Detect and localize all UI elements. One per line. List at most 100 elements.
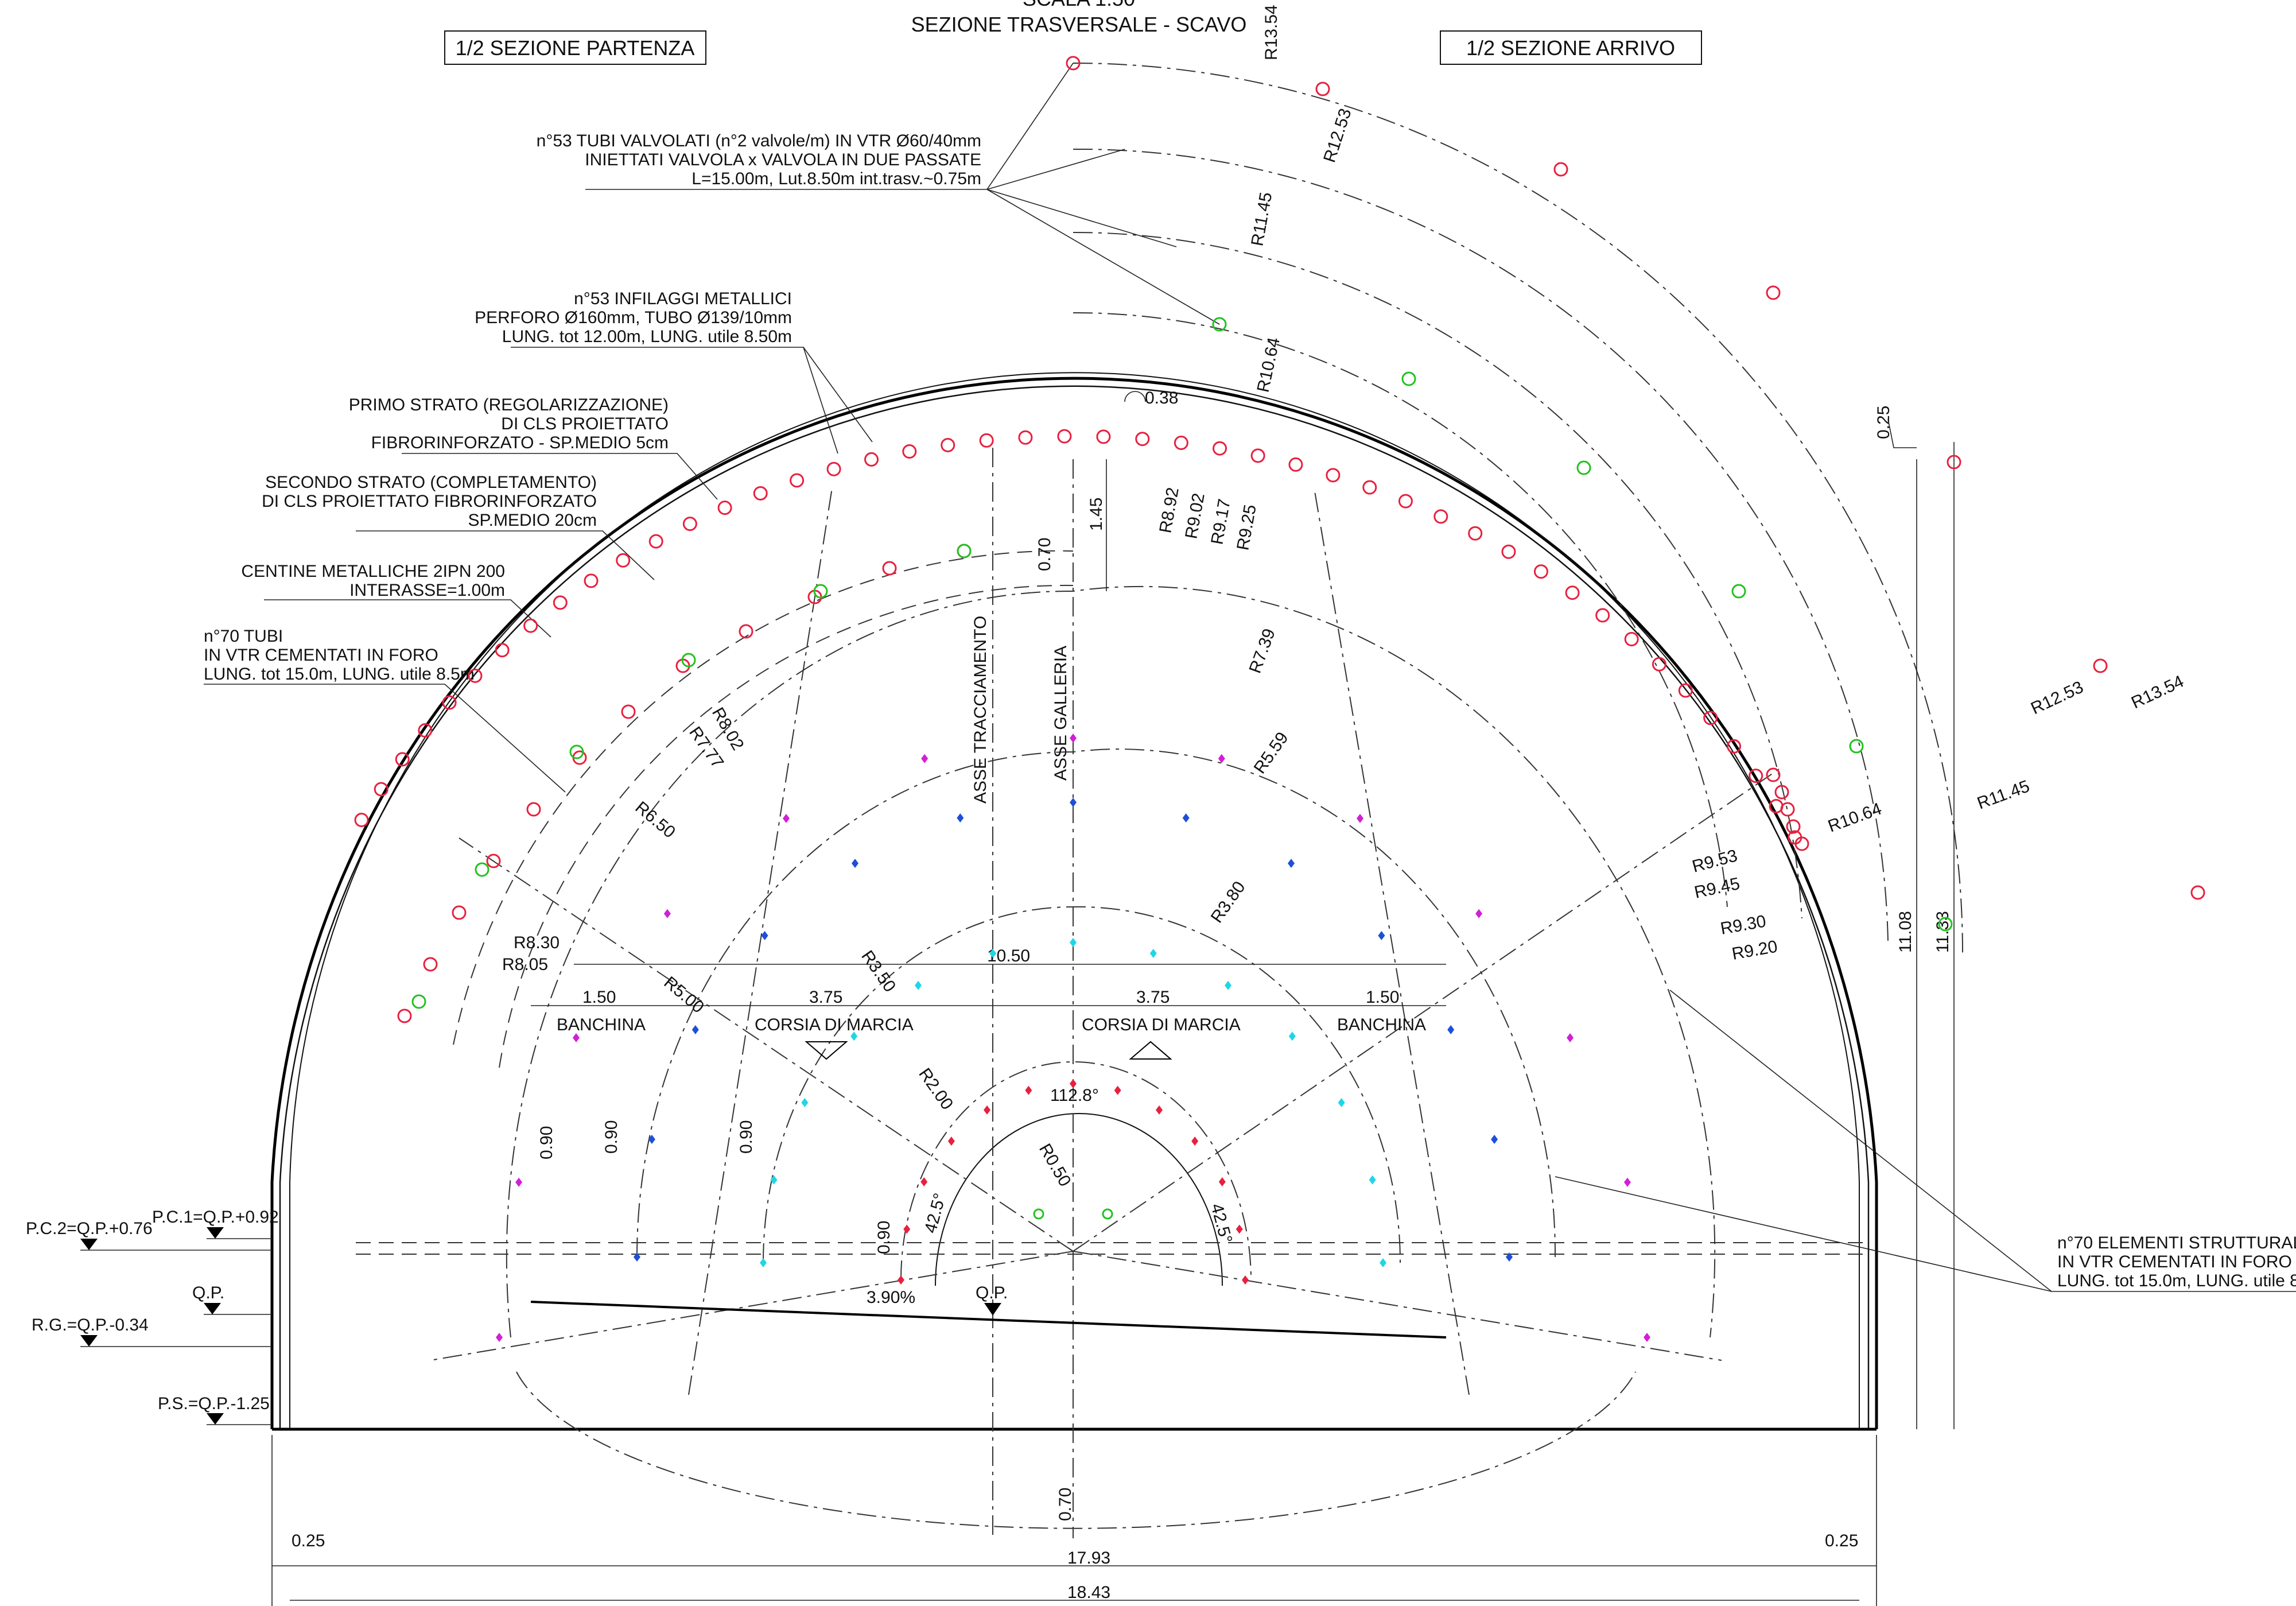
- face-element-marker: [691, 1025, 699, 1034]
- dim-left-offset: 0.25: [292, 1531, 325, 1550]
- note-elementi-3: LUNG. tot 15.0m, LUNG. utile 8.5m: [2057, 1271, 2296, 1290]
- #1fd6e6: [392, 1062, 406, 1074]
- radius-r902: R9.02: [1182, 492, 1208, 541]
- face-element-marker: [1191, 1136, 1199, 1146]
- face-element-marker: [1114, 1085, 1121, 1095]
- fan-tube-marker: [1315, 82, 1330, 96]
- fan-tube-marker: [1066, 56, 1081, 71]
- note-centine-2: INTERASSE=1.00m: [349, 581, 505, 600]
- fan-tube-marker: [739, 624, 753, 639]
- radius-r1064-top: R10.64: [1254, 336, 1284, 394]
- #2f7ad6: [1572, 373, 1584, 385]
- level-rg: R.G.=Q.P.-0.34: [32, 1316, 149, 1335]
- angle-425-left: 42.5°: [921, 1191, 950, 1235]
- #2f7ad6: [995, 562, 1008, 575]
- radius-r930: R9.30: [1719, 911, 1767, 938]
- face-element-marker: [1644, 1333, 1650, 1342]
- face-element-marker: [1070, 798, 1077, 807]
- dim-height-1133: 11.33: [1933, 911, 1952, 953]
- radius-r925: R9.25: [1233, 503, 1260, 552]
- infilaggio-marker: [442, 695, 457, 710]
- infilaggio-marker: [1749, 769, 1763, 783]
- infilaggio-marker: [1595, 608, 1610, 623]
- level-pc1: P.C.1=Q.P.+0.92: [152, 1208, 279, 1227]
- left-box-frame: [444, 30, 706, 65]
- infilaggio-marker: [1501, 544, 1516, 559]
- construction-lines: [430, 487, 1780, 1529]
- #2f7ad6: [611, 737, 623, 750]
- fan-tube-marker: [1576, 460, 1591, 475]
- infilaggio-marker: [1057, 429, 1072, 444]
- #1fd6e6: [1921, 560, 1935, 572]
- face-element-marker: [515, 1177, 523, 1187]
- face-element-marker: [1149, 949, 1157, 959]
- radius-r945: R9.45: [1693, 874, 1742, 902]
- face-element-marker: [1218, 754, 1225, 763]
- lane-arrow-right: [1129, 1041, 1172, 1060]
- #1fd6e6: [2048, 758, 2061, 770]
- note-tubi-vtr-2: IN VTR CEMENTATI IN FORO: [204, 646, 438, 665]
- #2f7ad6: [1882, 660, 1894, 672]
- face-element-marker: [984, 1105, 990, 1115]
- level-ps: P.S.=Q.P.-1.25: [158, 1394, 270, 1413]
- face-element-marker: [1218, 1177, 1226, 1186]
- crown-dimensions: 1.45 0.70 0.38: [1035, 389, 1178, 591]
- fan-tube-marker: [1849, 739, 1864, 754]
- lane-corsia-left: CORSIA DI MARCIA: [755, 1015, 914, 1034]
- face-element-marker: [801, 1098, 809, 1107]
- face-element-marker: [947, 1136, 955, 1146]
- #1fd6e6: [441, 924, 454, 937]
- fan-tube-marker: [1731, 584, 1746, 599]
- radius-r500: R5.00: [661, 973, 708, 1017]
- infilaggio-marker: [941, 437, 955, 452]
- infilaggio-marker: [1135, 432, 1150, 447]
- fan-tube-marker: [1947, 455, 1961, 470]
- face-element-marker: [989, 949, 997, 959]
- fan-tube-marker: [423, 957, 438, 972]
- fan-tube-marker: [475, 862, 489, 877]
- infilaggio-marker: [1398, 494, 1413, 509]
- infilaggio-marker: [1624, 632, 1639, 647]
- #2f7ad6: [1173, 243, 1186, 256]
- qp-road-label: Q.P.: [976, 1283, 1008, 1302]
- face-element-marker: [1378, 930, 1385, 940]
- infilaggio-marker: [1727, 739, 1742, 754]
- right-section-title: 1/2 SEZIONE ARRIVO: [1466, 36, 1675, 60]
- fan-tube-marker: [882, 561, 897, 576]
- face-element-marker: [850, 1031, 858, 1041]
- infilaggio-marker: [1780, 802, 1795, 817]
- face-element-marker: [648, 1135, 655, 1145]
- right-box-frame: [1440, 30, 1702, 65]
- fan-tube-marker: [813, 584, 828, 599]
- face-element-marker: [1025, 1085, 1032, 1095]
- face-element-marker: [663, 909, 671, 918]
- #1fd6e6: [2125, 970, 2139, 983]
- angle-labels: 112.8° 42.5° 42.5° 0.90 0.90 0.90 0.90: [537, 1086, 1236, 1254]
- note-tubi-valvolati-1: n°53 TUBI VALVOLATI (n°2 valvole/m) IN V…: [537, 131, 981, 150]
- fan-tube-marker: [2190, 885, 2205, 900]
- face-element-marker: [761, 930, 768, 940]
- infilaggio-marker: [495, 643, 510, 658]
- infilaggio-marker: [682, 517, 697, 532]
- fan-tube-marker: [2093, 658, 2108, 673]
- dim-corsia-r: 3.75: [1136, 988, 1170, 1007]
- infilaggio-marker: [553, 595, 568, 610]
- asse-tracciamento-label: ASSE TRACCIAMENTO: [971, 616, 990, 804]
- face-element-marker: [1475, 909, 1483, 918]
- lane-arrow-left: [805, 1041, 848, 1060]
- face-element-marker: [1070, 938, 1077, 947]
- dim-090-1: 0.90: [537, 1126, 556, 1159]
- dim-crown-145: 1.45: [1087, 498, 1106, 531]
- level-pc2: P.C.2=Q.P.+0.76: [26, 1219, 153, 1238]
- note-primo-strato-3: FIBRORINFORZATO - SP.MEDIO 5cm: [371, 433, 669, 452]
- center-marker: [1033, 1208, 1044, 1220]
- face-element-marker: [903, 1224, 911, 1234]
- face-element-marker: [1070, 1079, 1077, 1088]
- face-element-marker: [770, 1175, 778, 1185]
- face-element-marker: [1357, 813, 1363, 823]
- radius-r953: R9.53: [1690, 846, 1739, 876]
- infilaggio-marker: [1362, 480, 1377, 495]
- face-element-marker: [760, 1258, 767, 1267]
- fan-tube-marker: [1212, 317, 1227, 332]
- note-tubi-valvolati-2: INIETTATI VALVOLA x VALVOLA IN DUE PASSA…: [585, 150, 981, 169]
